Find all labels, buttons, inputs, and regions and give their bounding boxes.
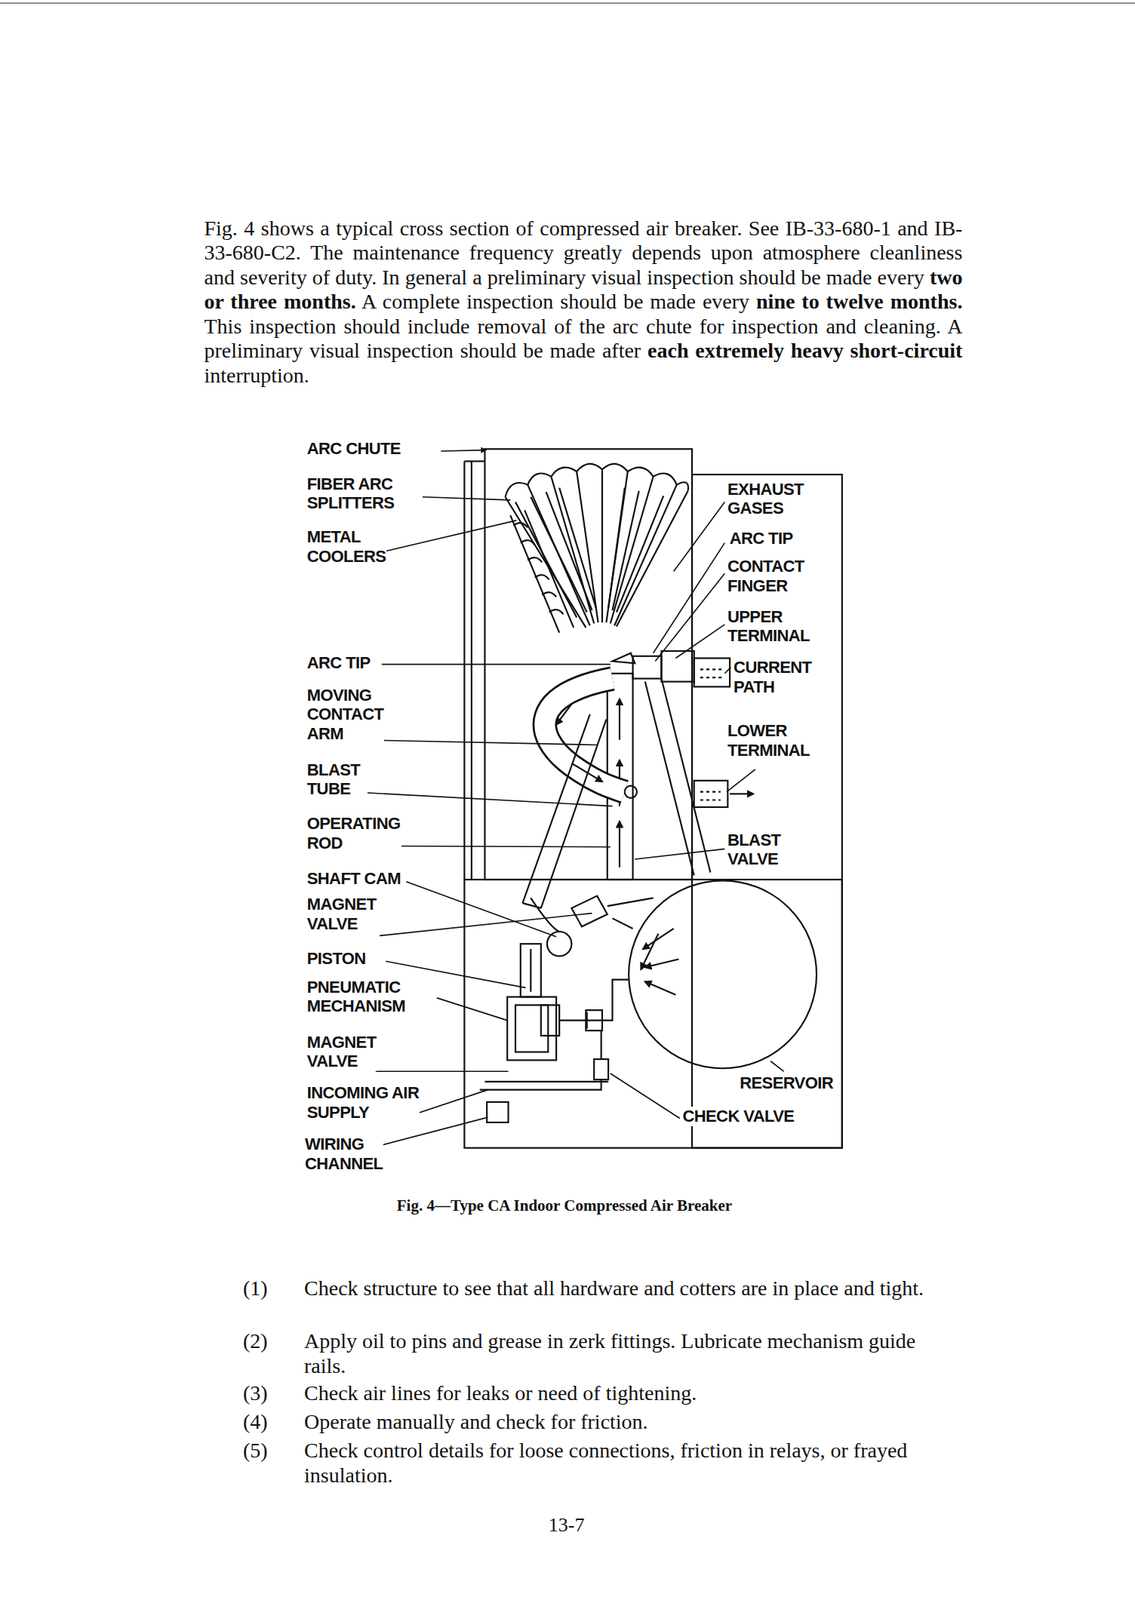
part-label: ARC TIP [728,529,794,549]
part-label: SHAFT CAM [306,869,402,889]
body-text: A complete inspection should be made eve… [361,289,750,314]
part-label: MAGNET VALVE [306,895,378,934]
page-number: 13-7 [515,1514,618,1538]
part-label: CURRENT PATH [732,658,813,697]
intro-paragraph: Fig. 4 shows a typical cross section of … [204,216,963,389]
list-item: Operate manually and check for friction. [304,1409,963,1435]
part-label: WIRING CHANNEL [304,1135,384,1174]
part-label: FIBER ARC SPLITTERS [306,474,396,514]
part-label: BLAST VALVE [726,830,782,870]
list-number: (3) [242,1381,268,1406]
part-label: MAGNET VALVE [306,1033,378,1072]
part-label: MOVING CONTACT ARM [306,685,385,745]
part-label: LOWER TERMINAL [726,721,811,760]
part-label: EXHAUST GASES [726,479,805,519]
body-text: Fig. 4 shows a typical cross section of … [204,216,963,290]
list-number: (1) [242,1276,268,1302]
part-label: UPPER TERMINAL [726,607,811,646]
part-label: BLAST TUBE [306,760,361,800]
list-number: (2) [242,1328,268,1354]
part-label: PISTON [306,949,367,969]
part-label: OPERATING ROD [306,814,402,853]
list-number: (5) [242,1438,268,1464]
bold-text: each extremely heavy short-circuit [647,338,963,363]
part-label: ARC CHUTE [306,439,402,459]
part-label: METAL COOLERS [306,527,388,566]
figure-caption: Fig. 4—Type CA Indoor Compressed Air Bre… [255,1196,874,1216]
part-label: CONTACT FINGER [726,556,806,596]
list-number: (4) [242,1409,268,1435]
list-item: Apply oil to pins and grease in zerk fit… [304,1328,963,1379]
part-label: INCOMING AIR SUPPLY [306,1083,420,1123]
list-item: Check air lines for leaks or need of tig… [304,1381,963,1406]
part-label: ARC TIP [306,653,372,674]
list-item: Check control details for loose connecti… [304,1438,963,1489]
part-label: RESERVOIR [738,1073,834,1094]
part-label: CHECK VALVE [681,1107,795,1127]
body-text: interruption. [204,363,310,388]
part-label: PNEUMATIC MECHANISM [306,978,407,1017]
list-item: Check structure to see that all hardware… [304,1276,963,1302]
bold-text: nine to twelve months. [756,289,963,314]
